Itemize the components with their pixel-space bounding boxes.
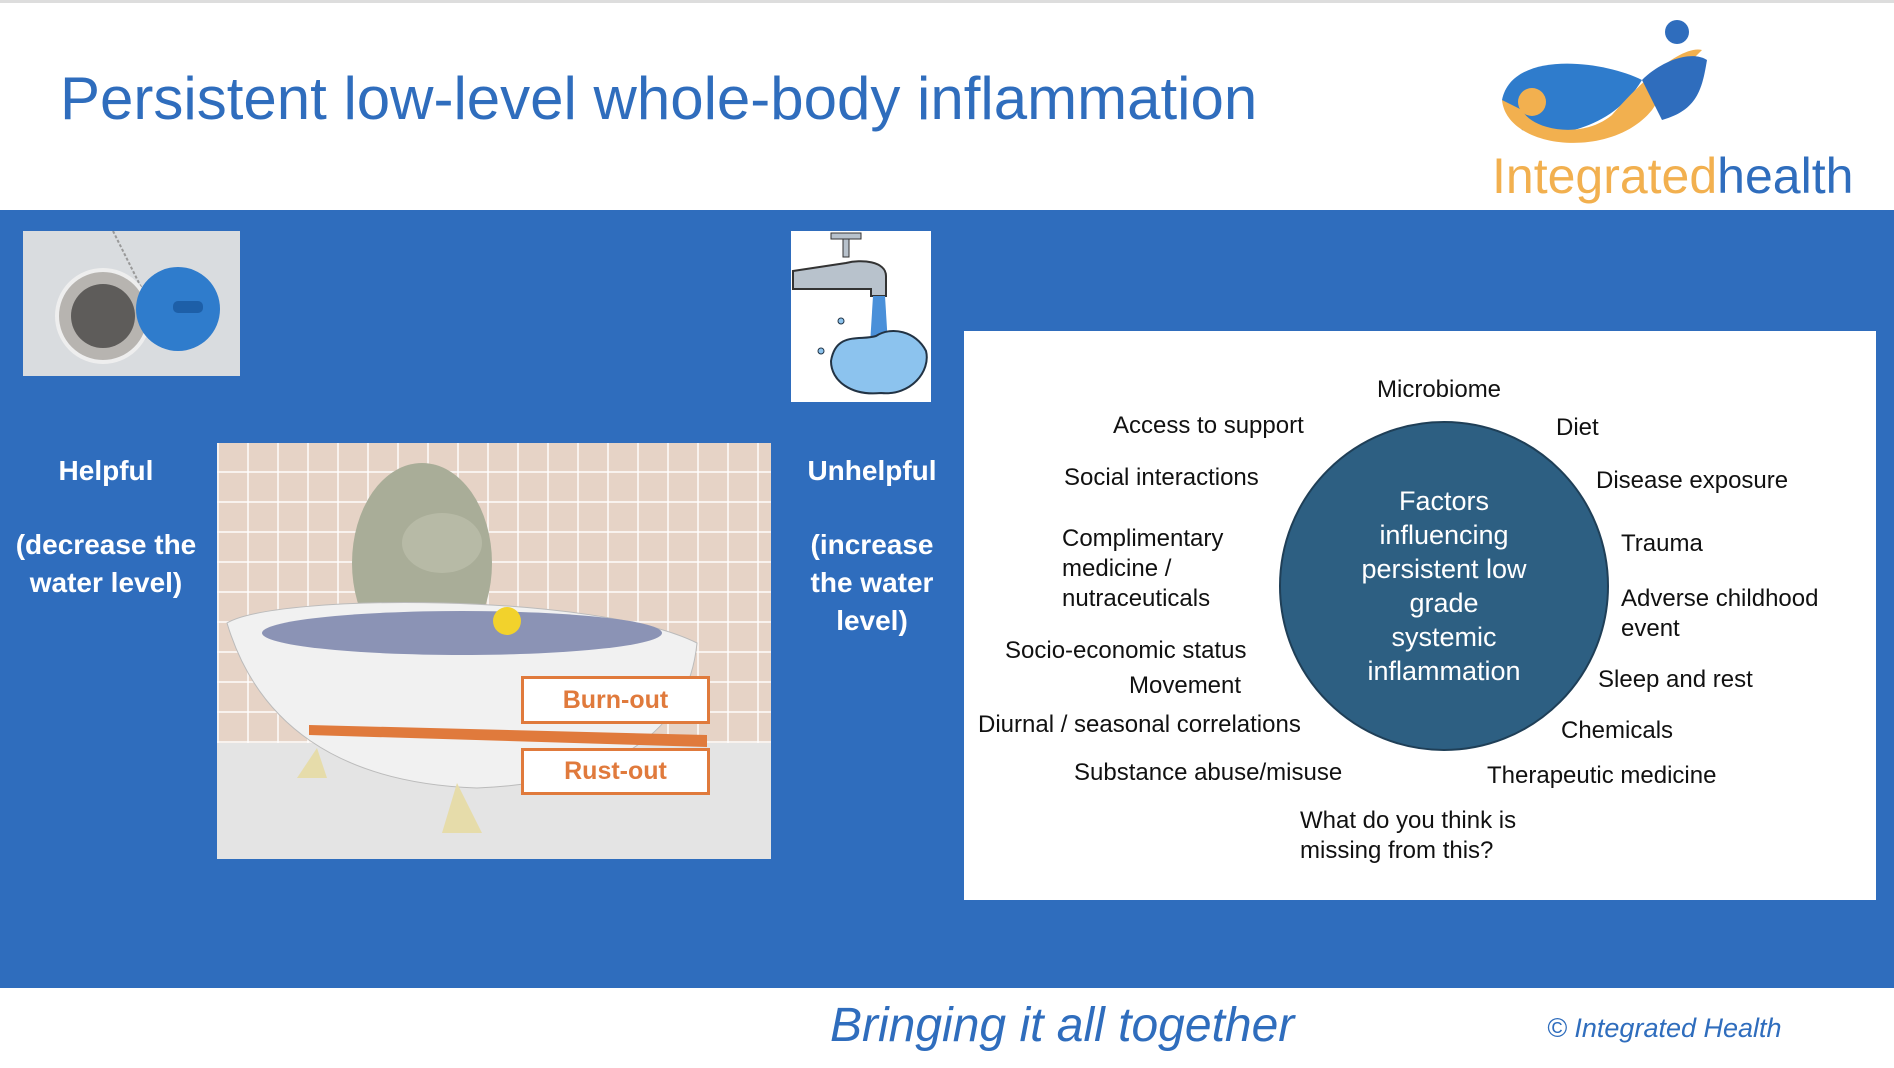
factor-social-interactions: Social interactions xyxy=(1064,464,1259,491)
factor-adverse-2: event xyxy=(1621,615,1680,642)
unhelpful-subtext-1: (increase xyxy=(810,529,934,560)
factor-therapeutic: Therapeutic medicine xyxy=(1487,762,1717,789)
factor-complimentary-3: nutraceuticals xyxy=(1062,585,1211,612)
factor-diurnal: Diurnal / seasonal correlations xyxy=(978,711,1301,738)
factor-diet: Diet xyxy=(1556,414,1599,441)
center-text-line: Factors xyxy=(1398,486,1489,516)
factor-movement: Movement xyxy=(1129,672,1242,699)
helpful-subtext-2: water level) xyxy=(29,567,183,598)
helpful-subtext-1: (decrease the xyxy=(15,529,197,560)
page-title: Persistent low-level whole-body inflamma… xyxy=(60,65,1258,132)
logo-text-health: health xyxy=(1717,148,1854,204)
factor-sleep: Sleep and rest xyxy=(1598,666,1753,693)
running-tap-image xyxy=(791,231,931,402)
logo-mark-icon xyxy=(1502,20,1707,143)
factor-disease-exposure: Disease exposure xyxy=(1596,467,1789,494)
center-text-line: influencing xyxy=(1379,520,1509,550)
unhelpful-heading: Unhelpful xyxy=(807,455,937,486)
rustout-label: Rust-out xyxy=(521,748,710,795)
integrated-health-logo: Integratedhealth xyxy=(1492,20,1872,210)
factors-center-circle: Factors influencing persistent low grade… xyxy=(1279,421,1609,751)
missing-question-2: missing from this? xyxy=(1300,837,1494,864)
hippo-bath-image xyxy=(217,443,771,859)
center-text-line: inflammation xyxy=(1367,656,1521,686)
factor-access-to-support: Access to support xyxy=(1113,412,1304,439)
top-divider xyxy=(0,0,1894,3)
factor-microbiome: Microbiome xyxy=(1377,376,1502,403)
factor-substance: Substance abuse/misuse xyxy=(1074,759,1343,786)
center-text-line: persistent low xyxy=(1361,554,1527,584)
logo-wordmark: Integratedhealth xyxy=(1492,148,1853,204)
center-text-line: grade xyxy=(1409,588,1479,618)
drain-plug-image xyxy=(23,230,240,376)
factor-trauma: Trauma xyxy=(1621,530,1703,557)
burnout-label: Burn-out xyxy=(521,676,710,724)
factor-socio-economic: Socio-economic status xyxy=(1005,637,1247,664)
unhelpful-subtext-3: level) xyxy=(836,605,908,636)
factor-adverse-1: Adverse childhood xyxy=(1621,585,1819,612)
center-text-line: systemic xyxy=(1391,622,1497,652)
factor-complimentary-1: Complimentary xyxy=(1062,525,1224,552)
unhelpful-subtext-2: the water xyxy=(810,567,934,598)
factor-complimentary-2: medicine / xyxy=(1062,555,1172,582)
helpful-heading: Helpful xyxy=(58,455,154,486)
missing-question-1: What do you think is xyxy=(1300,807,1517,834)
footer-title: Bringing it all together xyxy=(830,999,1295,1052)
logo-text-integrated: Integrated xyxy=(1492,148,1718,204)
copyright: © Integrated Health xyxy=(1547,1013,1782,1043)
factor-chemicals: Chemicals xyxy=(1561,717,1674,744)
